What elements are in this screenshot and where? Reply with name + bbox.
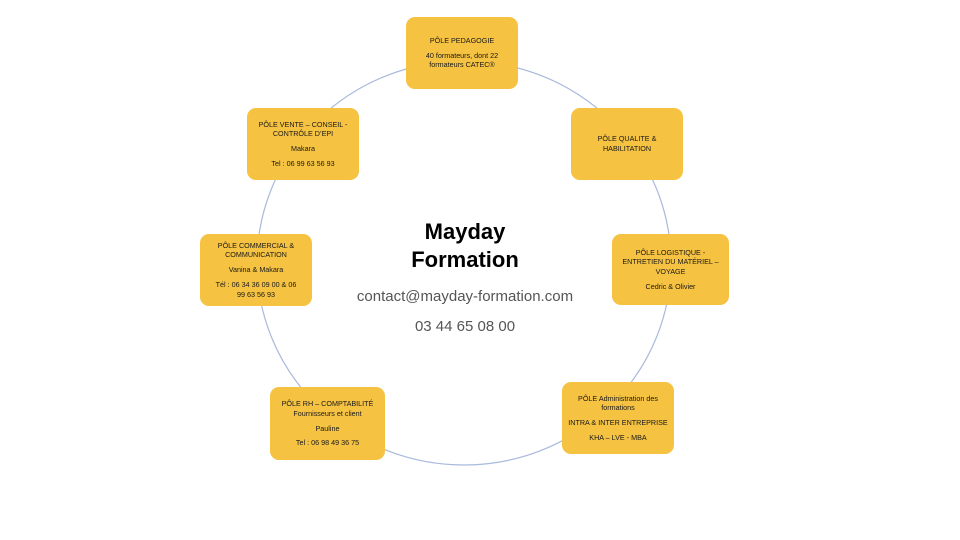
pole-commercial-line1: PÔLE COMMERCIAL & — [217, 240, 295, 250]
pole-vente-line2: CONTRÔLE D’EPI — [272, 129, 334, 139]
pole-rh-line1: PÔLE RH – COMPTABILITÉ — [281, 399, 374, 409]
pole-logistique: PÔLE LOGISTIQUE - ENTRETIEN DU MATÉRIEL … — [612, 234, 729, 305]
company-name-line1: Mayday — [424, 219, 506, 244]
pole-administration-line1: PÔLE Administration des — [578, 393, 658, 403]
pole-administration-line3: INTRA & INTER ENTREPRISE — [568, 418, 668, 427]
pole-vente-line1: PÔLE VENTE – CONSEIL - — [258, 119, 348, 129]
pole-logistique-line4: Cedric & Olivier — [645, 281, 696, 291]
pole-rh-line3: Pauline — [315, 423, 340, 433]
pole-logistique-line2: ENTRETIEN DU MATÉRIEL – — [622, 257, 719, 267]
pole-pedagogie: PÔLE PEDAGOGIE 40 formateurs, dont 22 fo… — [406, 17, 518, 89]
pole-vente: PÔLE VENTE – CONSEIL - CONTRÔLE D’EPI Ma… — [247, 108, 359, 180]
pole-vente-line3: Makara — [291, 144, 315, 153]
pole-commercial-line3: Vanina & Makara — [228, 265, 284, 275]
pole-pedagogie-line2: formateurs CATEC® — [429, 60, 495, 70]
pole-vente-line4: Tel : 06 99 63 56 93 — [271, 158, 335, 168]
pole-qualite-line2: HABILITATION — [602, 144, 652, 153]
pole-rh-line2: Fournisseurs et client — [293, 408, 362, 418]
contact-email: contact@mayday-formation.com — [356, 288, 574, 305]
pole-commercial-line5: 99 63 56 93 — [237, 289, 275, 299]
center-block: Mayday Formation contact@mayday-formatio… — [330, 218, 600, 335]
pole-rh-line4: Tel : 06 98 49 36 75 — [295, 438, 360, 448]
pole-logistique-line3: VOYAGE — [655, 267, 686, 276]
pole-commercial-line2: COMMUNICATION — [225, 250, 287, 260]
pole-commercial-line4: Tél : 06 34 36 09 00 & 06 — [215, 279, 297, 289]
pole-administration-line2: formations — [601, 403, 635, 413]
pole-qualite: PÔLE QUALITE & HABILITATION — [571, 108, 683, 180]
company-name-line2: Formation — [411, 247, 519, 272]
pole-administration: PÔLE Administration des formations INTRA… — [562, 382, 674, 454]
pole-pedagogie-line1: 40 formateurs, dont 22 — [425, 50, 499, 60]
pole-logistique-line1: PÔLE LOGISTIQUE - — [635, 247, 706, 257]
pole-qualite-line1: PÔLE QUALITE & — [597, 134, 657, 144]
pole-pedagogie-title: PÔLE PEDAGOGIE — [429, 35, 495, 45]
contact-phone: 03 44 65 08 00 — [414, 318, 516, 335]
pole-administration-line4: KHA – LVE - MBA — [589, 432, 647, 442]
pole-rh: PÔLE RH – COMPTABILITÉ Fournisseurs et c… — [270, 387, 385, 460]
pole-commercial: PÔLE COMMERCIAL & COMMUNICATION Vanina &… — [200, 234, 312, 306]
